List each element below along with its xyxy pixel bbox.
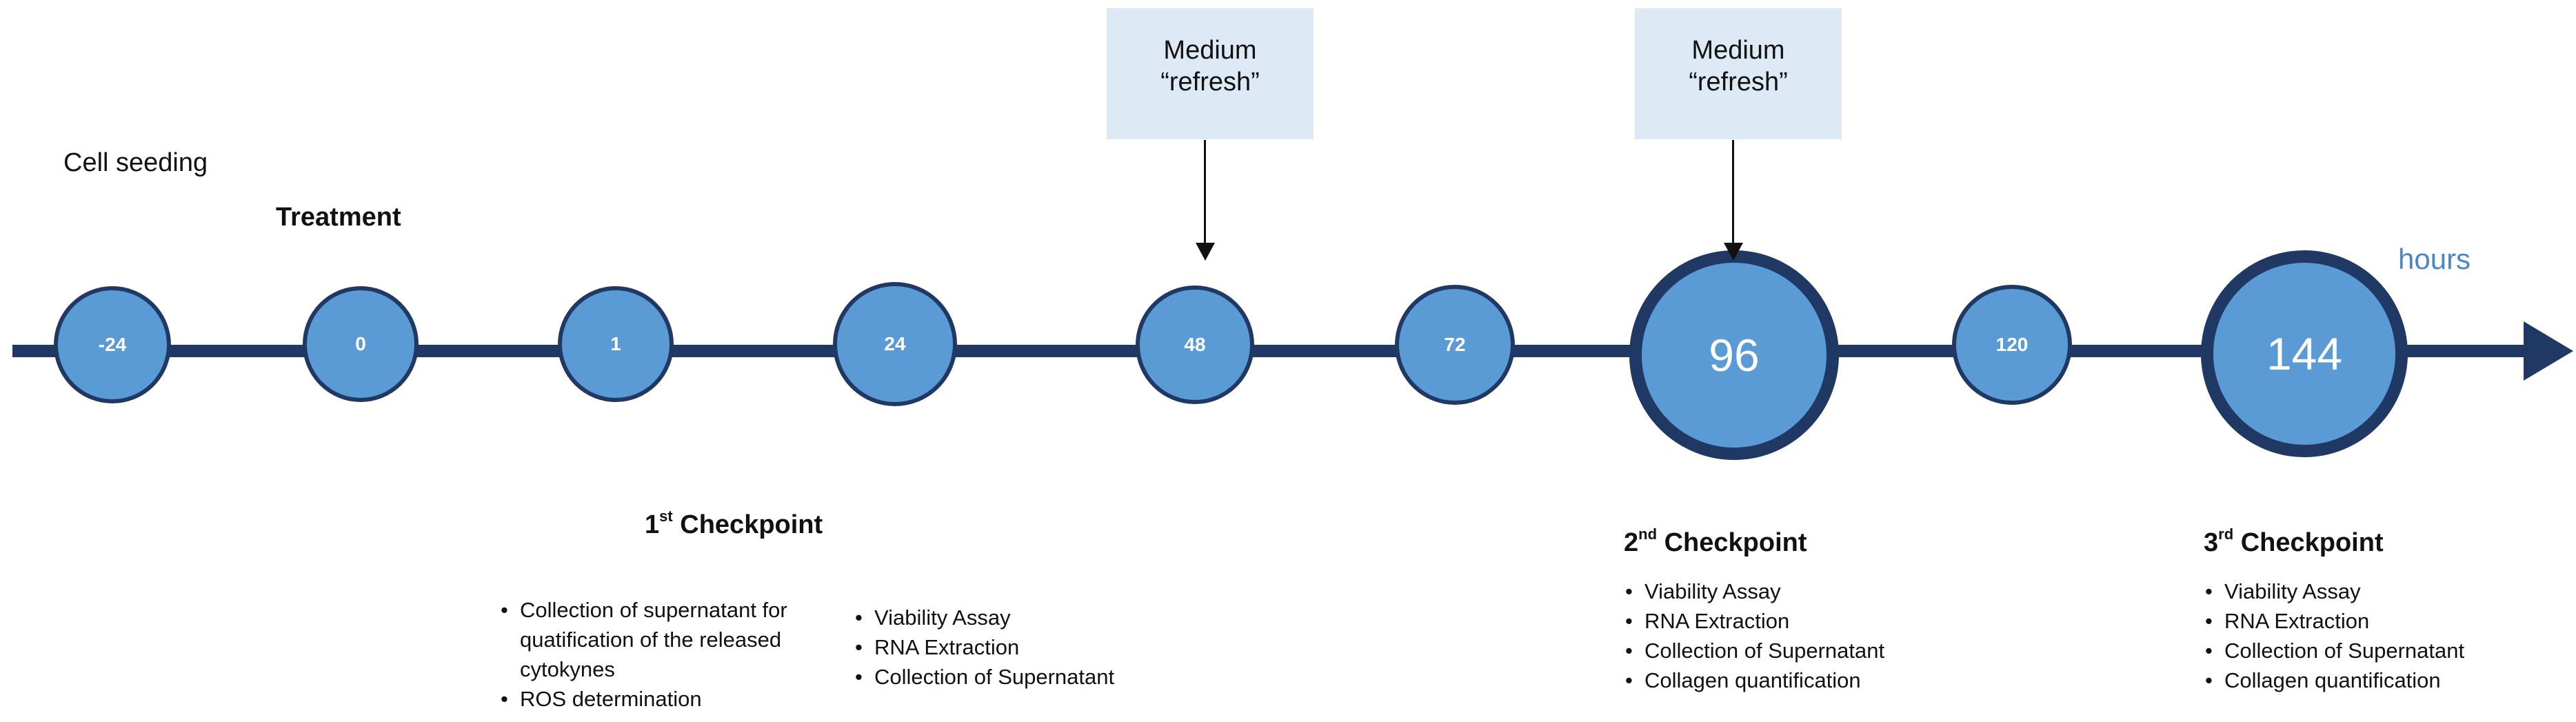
medium-refresh-arrowhead [1196,243,1215,261]
list-item: Viability Assay [1625,576,1884,606]
axis-unit-label: hours [2398,243,2471,275]
list-item: RNA Extraction [1625,606,1884,636]
list-item: Viability Assay [855,603,1114,632]
timepoint-node-checkpoint: 96 [1629,250,1839,460]
medium-refresh-line1: Medium [1691,36,1785,65]
checkpoint-label: Checkpoint [680,510,823,539]
medium-refresh-line1: Medium [1163,36,1257,65]
checkpoint-number: 2 [1624,528,1639,557]
checkpoint-1-title: 1st Checkpoint [645,508,823,540]
checkpoint-3-list: Viability Assay RNA Extraction Collectio… [2205,576,2464,695]
timepoint-node: 48 [1136,285,1254,404]
checkpoint-2-title: 2nd Checkpoint [1624,525,1807,558]
checkpoint-ordinal-suffix: st [659,508,673,525]
medium-refresh-arrowhead [1724,243,1743,261]
medium-refresh-line2: “refresh” [1160,68,1260,97]
timepoint-node: -24 [54,286,171,403]
treatment-label: Treatment [276,203,401,232]
checkpoint-ordinal-suffix: nd [1638,525,1658,543]
timepoint-node: 120 [1952,285,2072,405]
checkpoint-label: Checkpoint [1664,528,1807,557]
timeline-arrowhead [2524,321,2573,381]
checkpoint-number: 3 [2204,528,2219,557]
list-item: Collection of supernatant for quatificat… [501,595,787,684]
medium-refresh-box: Medium “refresh” [1635,8,1842,139]
list-item: Collagen quantification [1625,665,1884,695]
timepoint-node: 24 [833,282,957,406]
timepoint-node-checkpoint: 144 [2201,250,2408,457]
list-item: Collection of Supernatant [855,662,1114,692]
list-item: Collection of Supernatant [1625,636,1884,665]
checkpoint-1-list-b: Viability Assay RNA Extraction Collectio… [855,603,1114,692]
cell-seeding-label: Cell seeding [63,148,208,177]
list-item: RNA Extraction [855,632,1114,662]
checkpoint-ordinal-suffix: rd [2218,525,2234,543]
list-item: ROS determination [501,684,787,714]
medium-refresh-arrow-shaft [1204,140,1206,243]
medium-refresh-arrow-shaft [1732,140,1734,243]
timepoint-node: 72 [1395,285,1515,405]
list-item-line: Collection of supernatant for [520,598,787,622]
list-item: Collection of Supernatant [2205,636,2464,665]
checkpoint-label: Checkpoint [2240,528,2384,557]
list-item-line: cytokynes [520,657,615,681]
list-item: Collagen quantification [2205,665,2464,695]
medium-refresh-box: Medium “refresh” [1107,8,1314,139]
list-item-line: quatification of the released [520,628,782,652]
checkpoint-3-title: 3rd Checkpoint [2204,525,2384,558]
checkpoint-number: 1 [645,510,660,539]
list-item: RNA Extraction [2205,606,2464,636]
timepoint-node: 0 [303,286,419,402]
checkpoint-1-list-a: Collection of supernatant for quatificat… [501,595,787,714]
timepoint-node: 1 [558,286,674,402]
medium-refresh-line2: “refresh” [1689,68,1788,97]
list-item: Viability Assay [2205,576,2464,606]
checkpoint-2-list: Viability Assay RNA Extraction Collectio… [1625,576,1884,695]
